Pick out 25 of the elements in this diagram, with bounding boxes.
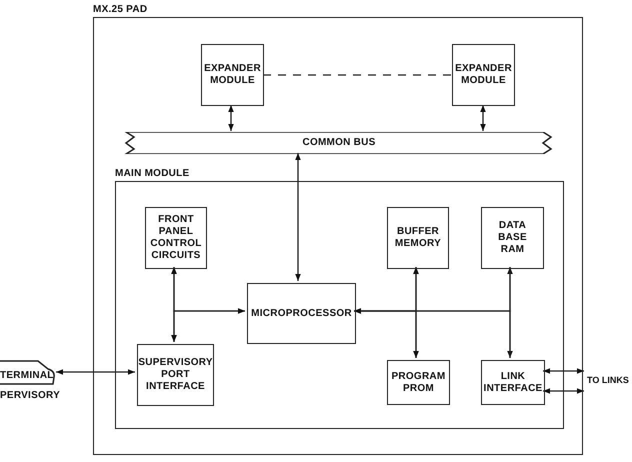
processor-box: MICROPROCESSOR — [247, 283, 356, 344]
interface-box: LINK INTERFACE — [481, 360, 545, 405]
module-box: EXPANDER MODULE — [201, 44, 264, 106]
arrow — [171, 308, 245, 342]
text-label: TO LINKS — [584, 364, 632, 398]
memory-box: DATA BASE RAM — [481, 207, 544, 269]
dashed-line — [263, 74, 451, 76]
container-title: MX.25 PAD — [93, 4, 148, 16]
circuit-box: FRONT PANEL CONTROL CIRCUITS — [145, 207, 207, 269]
arrow — [543, 388, 584, 394]
arrow — [295, 153, 301, 281]
terminal-label: TERMINAL — [0, 370, 54, 382]
arrow — [354, 308, 511, 358]
module-box: EXPANDER MODULE — [452, 44, 515, 106]
memory-box: PROGRAM PROM — [387, 360, 450, 405]
arrow — [228, 105, 234, 131]
terminal-caption: PERVISORY — [0, 390, 60, 402]
arrow — [56, 369, 135, 375]
arrow — [543, 368, 584, 374]
arrow — [480, 105, 486, 131]
memory-box: BUFFER MEMORY — [387, 207, 449, 269]
interface-box: SUPERVISORY PORT INTERFACE — [137, 344, 214, 406]
bus-label: COMMON BUS — [302, 137, 376, 149]
arrow — [507, 267, 513, 358]
container-title: MAIN MODULE — [115, 168, 190, 180]
